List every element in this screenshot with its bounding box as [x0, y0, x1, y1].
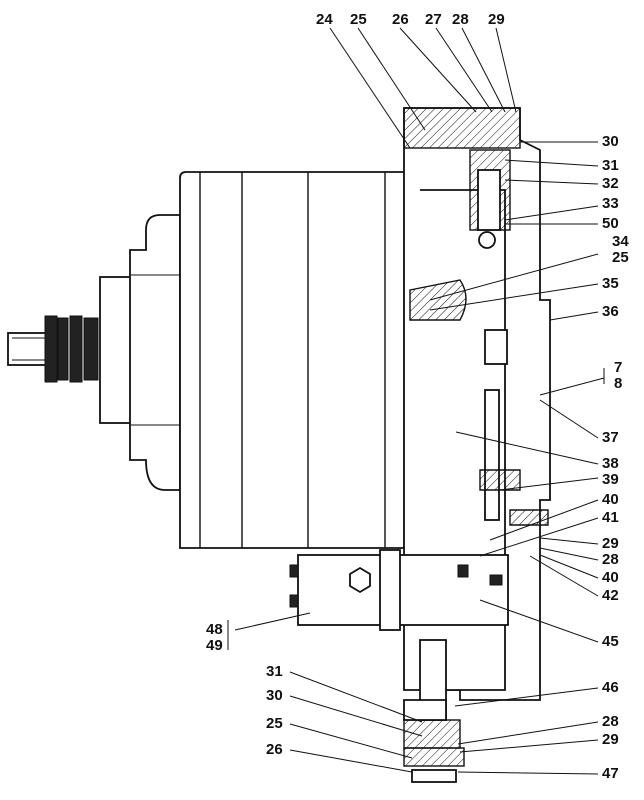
front-boss [99, 214, 181, 491]
callout-24: 24 [316, 11, 333, 28]
callout-42: 42 [602, 587, 619, 604]
callout-39: 39 [602, 471, 619, 488]
callout-30-top: 30 [602, 133, 619, 150]
callout-33: 33 [602, 195, 619, 212]
callout-45: 45 [602, 633, 619, 650]
pump-body [289, 549, 509, 631]
callout-27: 27 [425, 11, 442, 28]
callout-31-bottom: 31 [266, 663, 283, 680]
callout-29-mid: 29 [602, 535, 619, 552]
callout-49: 49 [206, 637, 223, 654]
callout-25-bottom: 25 [266, 715, 283, 732]
callout-29-bottom: 29 [602, 731, 619, 748]
lower-shaft [403, 639, 465, 783]
callout-34: 34 [612, 233, 629, 250]
leader-lines [227, 27, 605, 775]
callout-32: 32 [602, 175, 619, 192]
callout-41: 41 [602, 509, 619, 526]
callout-50: 50 [602, 215, 619, 232]
callout-40-a: 40 [602, 491, 619, 508]
callout-35: 35 [602, 275, 619, 292]
callout-25-top: 25 [350, 11, 367, 28]
callout-37: 37 [602, 429, 619, 446]
callout-28-bottom: 28 [602, 713, 619, 730]
callout-48: 48 [206, 621, 223, 638]
callout-26-bottom: 26 [266, 741, 283, 758]
callout-25-right: 25 [612, 249, 629, 266]
callout-29-top: 29 [488, 11, 505, 28]
callout-28-mid: 28 [602, 551, 619, 568]
shaft-stub [7, 315, 99, 383]
callout-28-top: 28 [452, 11, 469, 28]
callout-36: 36 [602, 303, 619, 320]
callout-38: 38 [602, 455, 619, 472]
callout-46: 46 [602, 679, 619, 696]
callout-31-top: 31 [602, 157, 619, 174]
callout-7: 7 [614, 359, 622, 376]
callout-30-bottom: 30 [266, 687, 283, 704]
callout-40-b: 40 [602, 569, 619, 586]
callout-labels: 24 25 26 27 28 29 30 31 32 33 50 34 25 3… [206, 11, 629, 782]
callout-8: 8 [614, 375, 622, 392]
callout-26-top: 26 [392, 11, 409, 28]
callout-47: 47 [602, 765, 619, 782]
